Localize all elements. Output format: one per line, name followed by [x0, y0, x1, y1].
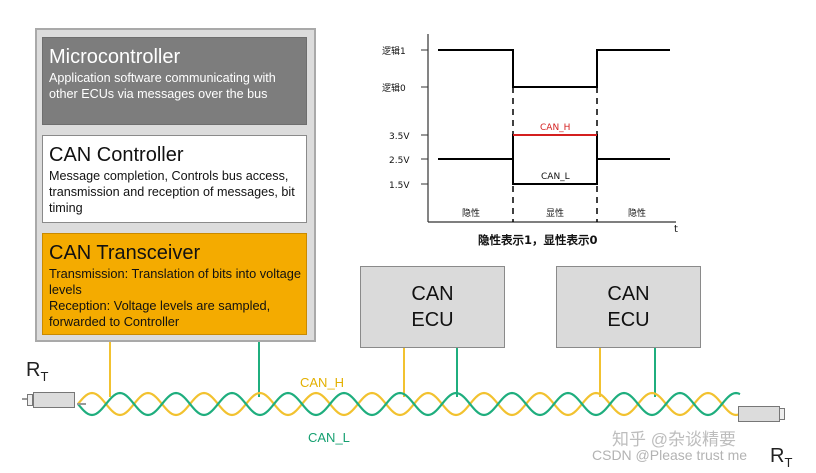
- terminator-left-label: RT: [26, 359, 49, 384]
- transceiver-transmission-text: Transmission: Translation of bits into v…: [49, 266, 302, 297]
- logic-0-label: 逻辑0: [382, 82, 406, 94]
- can-controller-block: CAN Controller Message completion, Contr…: [42, 135, 307, 223]
- terminator-left-resistor: [33, 392, 75, 408]
- terminator-left-cap: [27, 394, 33, 406]
- can-transceiver-description: Transmission: Translation of bits into v…: [49, 266, 304, 330]
- can-h-label: CAN_H: [300, 375, 345, 390]
- voltage-1v5-label: 1.5V: [389, 181, 410, 191]
- recessive-label-right: 隐性: [628, 207, 646, 219]
- can-l-dominant-level: [512, 159, 598, 185]
- ecu-1-line2: ECU: [411, 309, 454, 331]
- ecu-1-line1: CAN: [411, 283, 454, 305]
- can-transceiver-title: CAN Transceiver: [49, 242, 201, 264]
- terminator-right-label: RT: [770, 445, 793, 470]
- can-ecu-2: CAN ECU: [556, 266, 701, 348]
- time-axis-label: t: [674, 224, 678, 235]
- can-l-wire: [77, 391, 741, 417]
- logic-signal: [438, 49, 670, 88]
- zhihu-watermark: 知乎 @杂谈精要: [612, 430, 736, 449]
- voltage-2v5-label: 2.5V: [389, 156, 410, 166]
- dominant-label: 显性: [546, 207, 564, 219]
- can-controller-description: Message completion, Controls bus access,…: [49, 169, 295, 215]
- terminator-right-cap: [779, 408, 785, 420]
- voltage-3v5-label: 3.5V: [389, 132, 410, 142]
- microcontroller-title: Microcontroller: [49, 46, 181, 68]
- transceiver-reception-text: Reception: Voltage levels are sampled, f…: [49, 298, 271, 329]
- can-h-signal-label: CAN_H: [540, 123, 570, 133]
- can-l-label: CAN_L: [308, 430, 350, 445]
- microcontroller-block: Microcontroller Application software com…: [42, 37, 307, 125]
- ecu-2-line2: ECU: [607, 309, 650, 331]
- timing-caption: 隐性表示1，显性表示0: [478, 233, 598, 247]
- can-l-signal-label: CAN_L: [541, 172, 570, 182]
- ecu-2-line1: CAN: [607, 283, 650, 305]
- recessive-label-left: 隐性: [462, 207, 480, 219]
- microcontroller-description: Application software communicating with …: [49, 71, 276, 101]
- csdn-watermark: CSDN @Please trust me: [592, 447, 748, 463]
- can-ecu-1: CAN ECU: [360, 266, 505, 348]
- logic-1-label: 逻辑1: [382, 45, 406, 57]
- can-controller-title: CAN Controller: [49, 144, 184, 166]
- can-h-wire: [77, 391, 741, 417]
- can-transceiver-block: CAN Transceiver Transmission: Translatio…: [42, 233, 307, 335]
